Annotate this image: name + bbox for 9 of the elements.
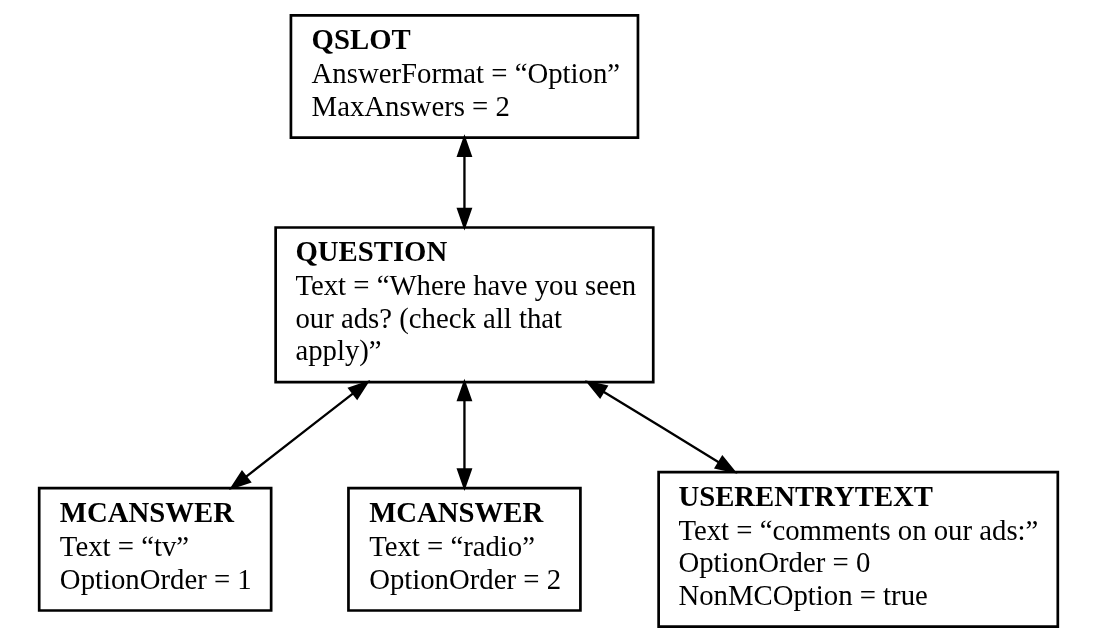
arrow bbox=[228, 380, 371, 491]
arrow bbox=[456, 134, 473, 231]
arrow bbox=[584, 380, 738, 474]
node-box: QUESTION Text = “Where have you seen our ads? (check all that apply)” bbox=[274, 226, 655, 384]
node-box: QSLOT AnswerFormat = “Option” MaxAnswers = 2 bbox=[289, 14, 640, 139]
arrow bbox=[456, 378, 473, 492]
node-box: MCANSWER Text = “tv” OptionOrder = 1 bbox=[37, 486, 273, 612]
node-box: MCANSWER Text = “radio” OptionOrder = 2 bbox=[347, 486, 582, 612]
node-box: USERENTRYTEXT Text = “comments on our ads:” OptionOrder = 0 NonMCOption = true bbox=[657, 470, 1060, 628]
